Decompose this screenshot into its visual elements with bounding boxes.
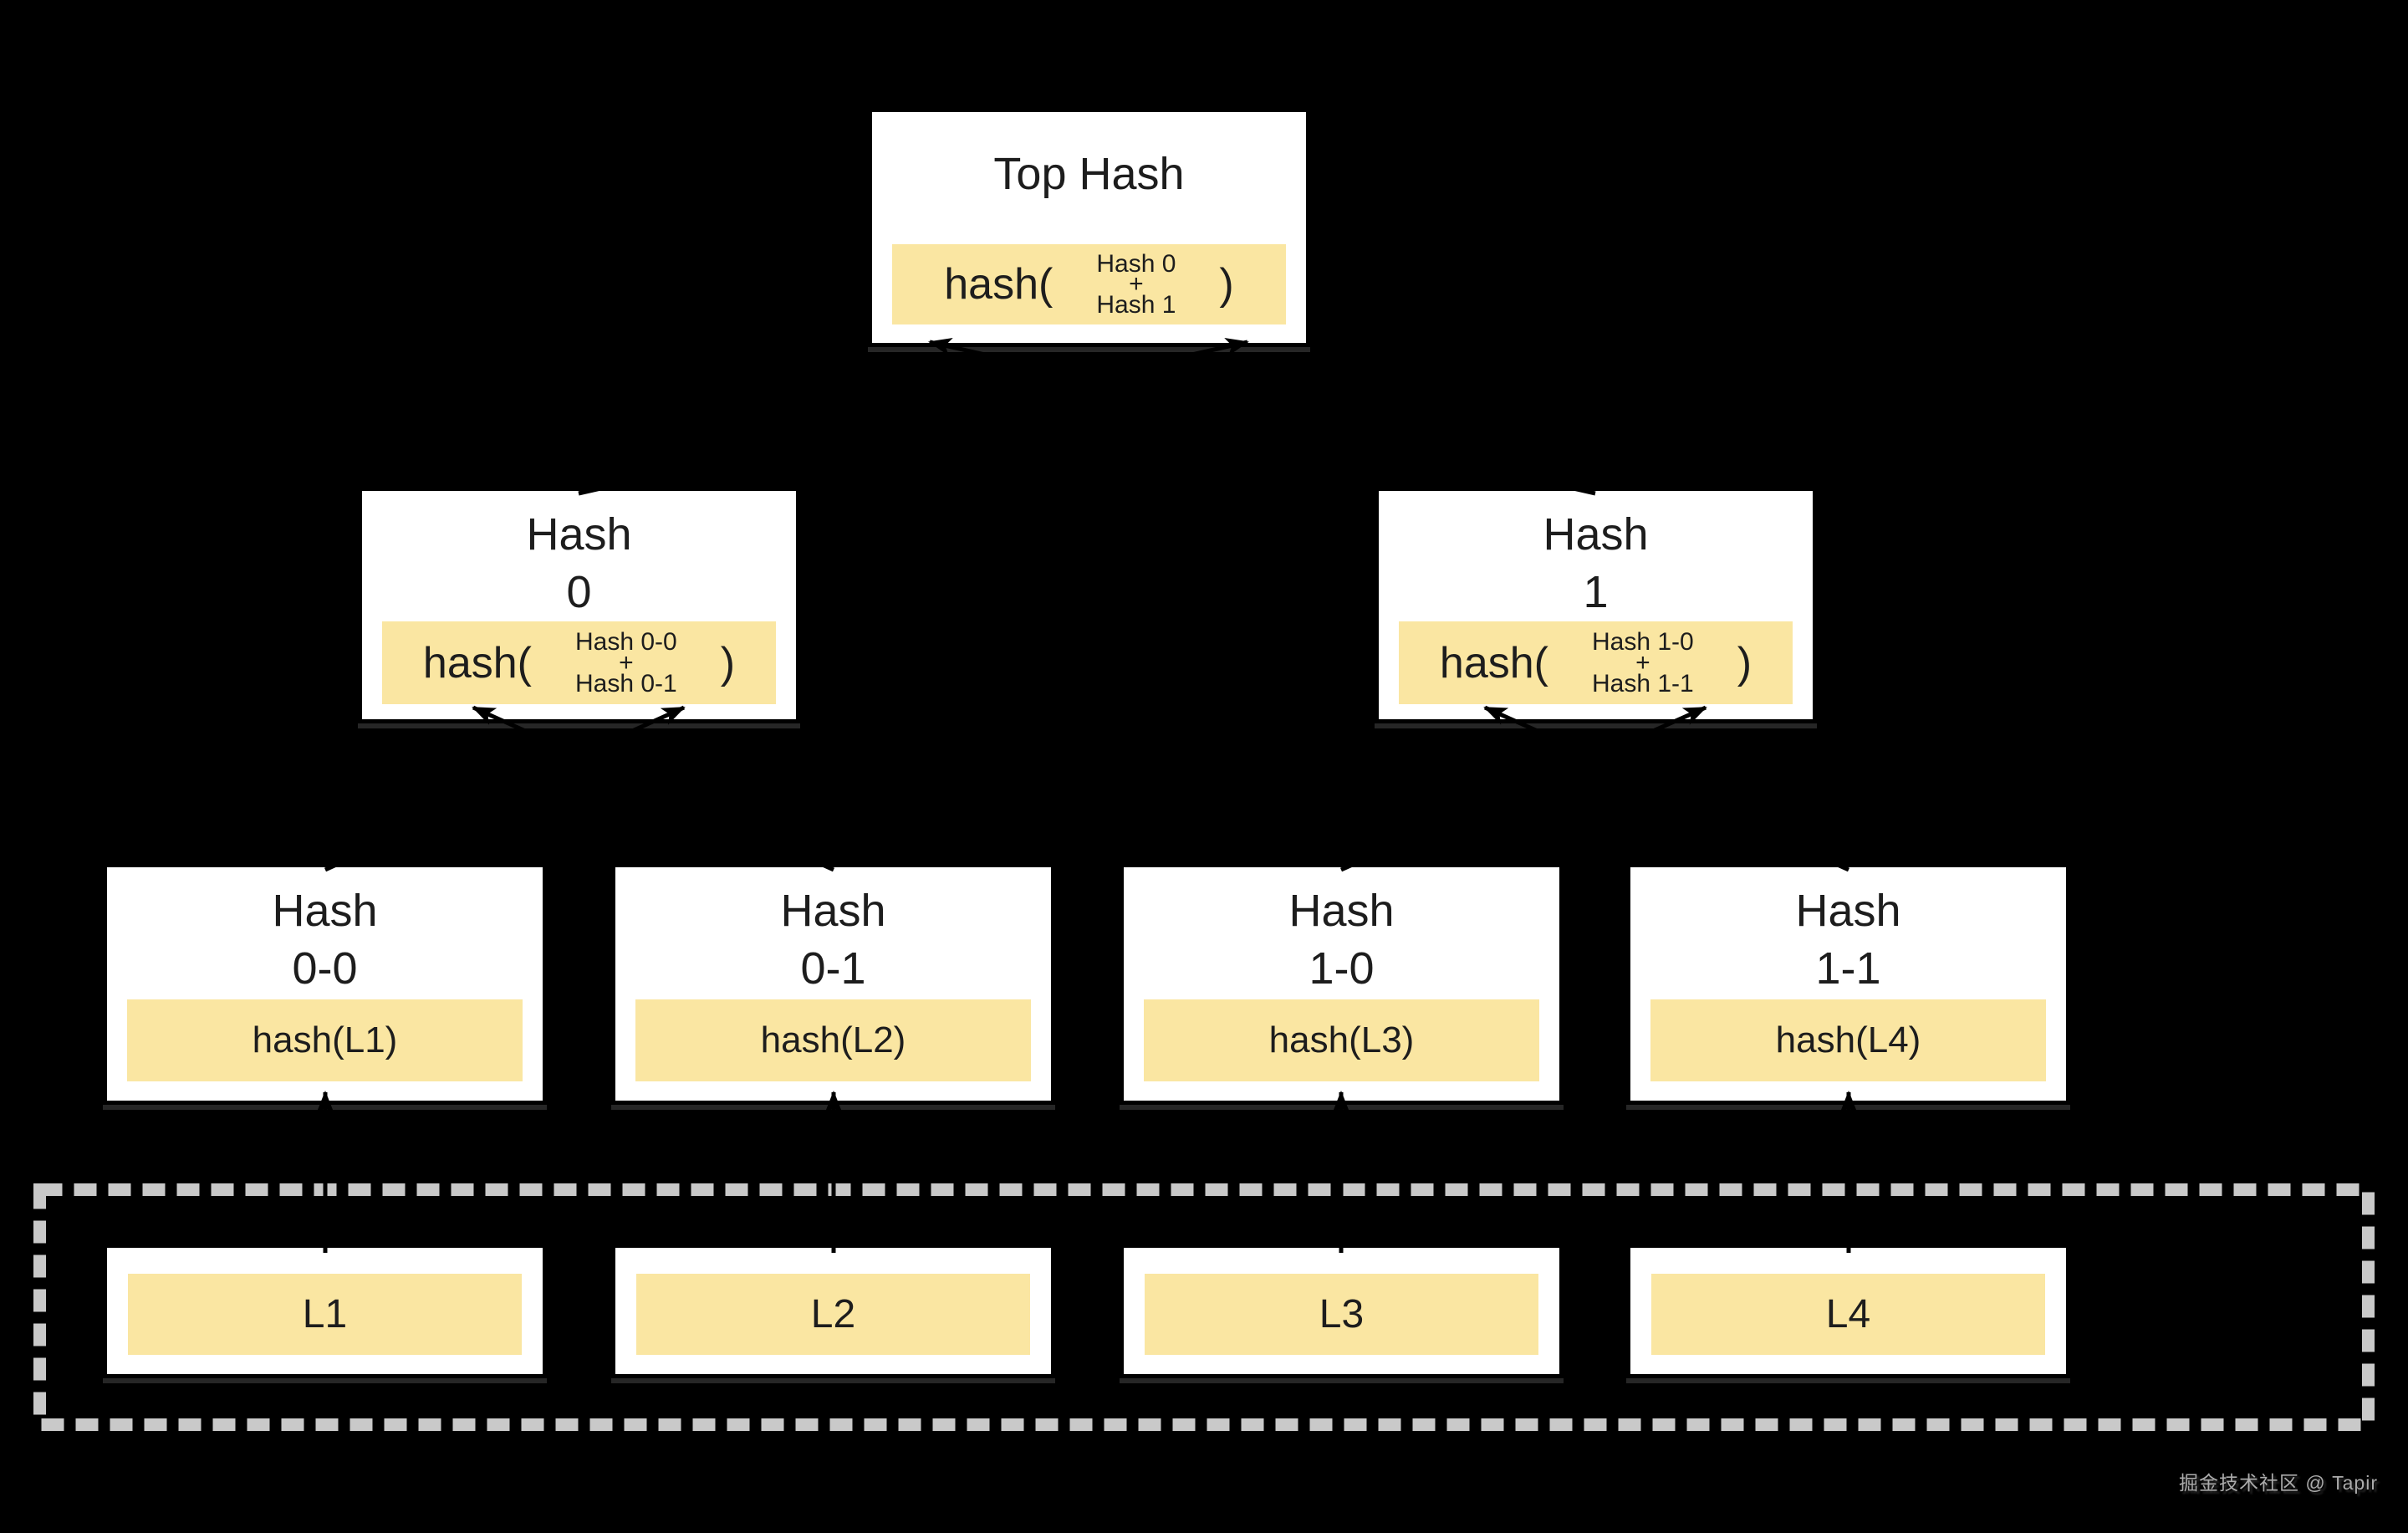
hash-arg: Hash 1-1	[1592, 669, 1694, 698]
arrow-hash-1-0-to-hash-1	[1339, 705, 1707, 872]
hash-expression: hash(L1)	[127, 999, 523, 1081]
node-title-line: Hash	[780, 886, 886, 936]
node-title: Hash 1	[1379, 491, 1813, 621]
hash-fn-open: hash(	[1439, 638, 1548, 687]
watermark: 掘金技术社区 @ Tapir	[2179, 1472, 2378, 1494]
node-hash-0-0: Hash 0-0 hash(L1)	[103, 863, 547, 1105]
hash-expression: hash( Hash 0-0 + Hash 0-1 )	[382, 621, 776, 704]
hash-args: Hash 1-0 + Hash 1-1	[1592, 629, 1694, 697]
node-title-line: 0	[566, 566, 592, 617]
arrow-hash-0-1-to-hash-0	[472, 705, 835, 872]
plus-sign: +	[619, 648, 634, 677]
plus-sign: +	[1635, 648, 1650, 677]
plus-sign: +	[1129, 270, 1144, 298]
node-title-line: Hash	[1288, 886, 1395, 936]
node-title: Hash 1-1	[1630, 867, 2066, 997]
node-data-block-l1: L1	[103, 1244, 547, 1378]
node-title: Hash 1-0	[1124, 867, 1559, 997]
node-hash-1: Hash 1 hash( Hash 1-0 + Hash 1-1 )	[1375, 487, 1817, 723]
node-title: Hash 0-0	[107, 867, 543, 997]
hash-arg: Hash 0-0	[575, 628, 677, 656]
hash-arg: Hash 0-1	[575, 669, 677, 698]
hash-expression: hash(L4)	[1650, 999, 2046, 1081]
node-title-line: 1-0	[1309, 943, 1375, 994]
data-block-label: L3	[1145, 1274, 1538, 1355]
arrow-hash-1-to-top-hash	[928, 338, 1596, 496]
node-title: Top Hash	[993, 149, 1185, 199]
hash-args: Hash 0-0 + Hash 0-1	[575, 629, 677, 697]
node-hash-1-1: Hash 1-1 hash(L4)	[1626, 863, 2070, 1105]
node-title-line: Hash	[272, 886, 378, 936]
hash-expr-text: hash(L4)	[1775, 1019, 1921, 1060]
data-block-label: L2	[636, 1274, 1030, 1355]
hash-args: Hash 0 + Hash 1	[1096, 249, 1176, 319]
hash-arg: Hash 1-0	[1592, 628, 1694, 656]
node-data-block-l4: L4	[1626, 1244, 2070, 1378]
data-block-label: L4	[1651, 1274, 2045, 1355]
hash-arg: Hash 0	[1096, 249, 1176, 278]
hash-expression: hash(L2)	[635, 999, 1031, 1081]
hash-fn-open: hash(	[944, 260, 1054, 309]
hash-expr-text: hash(L2)	[760, 1019, 906, 1060]
hash-fn-close: )	[1737, 638, 1752, 687]
hash-fn-close: )	[720, 638, 736, 687]
hash-expression: hash( Hash 1-0 + Hash 1-1 )	[1399, 621, 1793, 704]
hash-expression: hash(L3)	[1144, 999, 1539, 1081]
node-title: Hash 0	[362, 491, 796, 621]
arrow-hash-0-0-to-hash-0	[324, 705, 686, 872]
data-block-label: L1	[128, 1274, 522, 1355]
node-title-line: Hash	[1543, 509, 1649, 560]
hash-expr-text: hash(L1)	[252, 1019, 398, 1060]
arrow-hash-1-1-to-hash-1	[1483, 705, 1850, 872]
node-title-line: Hash	[526, 509, 632, 560]
node-title: Hash 0-1	[615, 867, 1051, 997]
node-title-line: 1-1	[1815, 943, 1881, 994]
node-data-block-l3: L3	[1120, 1244, 1564, 1378]
node-hash-0: Hash 0 hash( Hash 0-0 + Hash 0-1 )	[358, 487, 800, 723]
hash-fn-close: )	[1219, 260, 1234, 309]
arrow-hash-0-to-top-hash	[578, 338, 1249, 496]
node-hash-0-1: Hash 0-1 hash(L2)	[611, 863, 1055, 1105]
node-title-line: 0-0	[292, 943, 358, 994]
hash-expr-text: hash(L3)	[1268, 1019, 1415, 1060]
node-title-line: 0-1	[800, 943, 866, 994]
node-top-hash: Top Hash hash( Hash 0 + Hash 1 )	[868, 108, 1310, 347]
hash-expression: hash( Hash 0 + Hash 1 )	[892, 244, 1286, 324]
node-data-block-l2: L2	[611, 1244, 1055, 1378]
hash-arg: Hash 1	[1096, 291, 1176, 319]
node-hash-1-0: Hash 1-0 hash(L3)	[1120, 863, 1564, 1105]
hash-fn-open: hash(	[422, 638, 532, 687]
node-title-line: 1	[1583, 566, 1609, 617]
node-title-line: Hash	[1795, 886, 1901, 936]
